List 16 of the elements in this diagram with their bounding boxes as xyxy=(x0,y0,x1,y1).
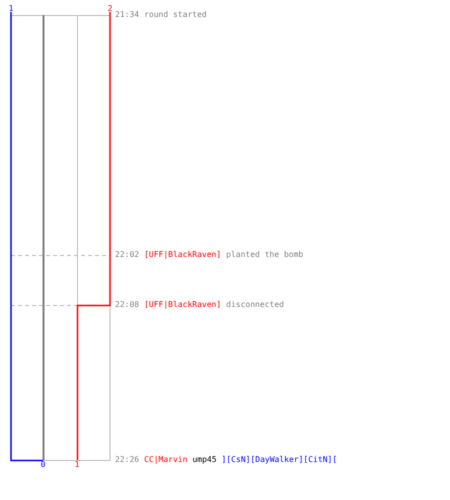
player-name: [UFF|BlackRaven] xyxy=(144,250,222,260)
team-count: 1 xyxy=(8,4,14,14)
event-text: disconnected xyxy=(226,300,284,310)
event-time: 22:02 xyxy=(115,250,140,260)
player-name: [UFF|BlackRaven] xyxy=(144,300,222,310)
team-count: 1 xyxy=(74,460,80,470)
event-time: 21:34 xyxy=(115,10,140,20)
team-count: 0 xyxy=(40,460,46,470)
event-time: 22:26 xyxy=(115,455,140,465)
weapon-name: ump45 xyxy=(192,455,217,465)
event-text: planted the bomb xyxy=(226,250,304,260)
team-count: 2 xyxy=(108,4,112,14)
event-time: 22:08 xyxy=(115,300,140,310)
event-text: round started xyxy=(144,10,207,20)
player-names: ][CsN][DayWalker][CitN][ xyxy=(222,455,338,465)
player-name: CC|Marvin xyxy=(144,455,188,465)
